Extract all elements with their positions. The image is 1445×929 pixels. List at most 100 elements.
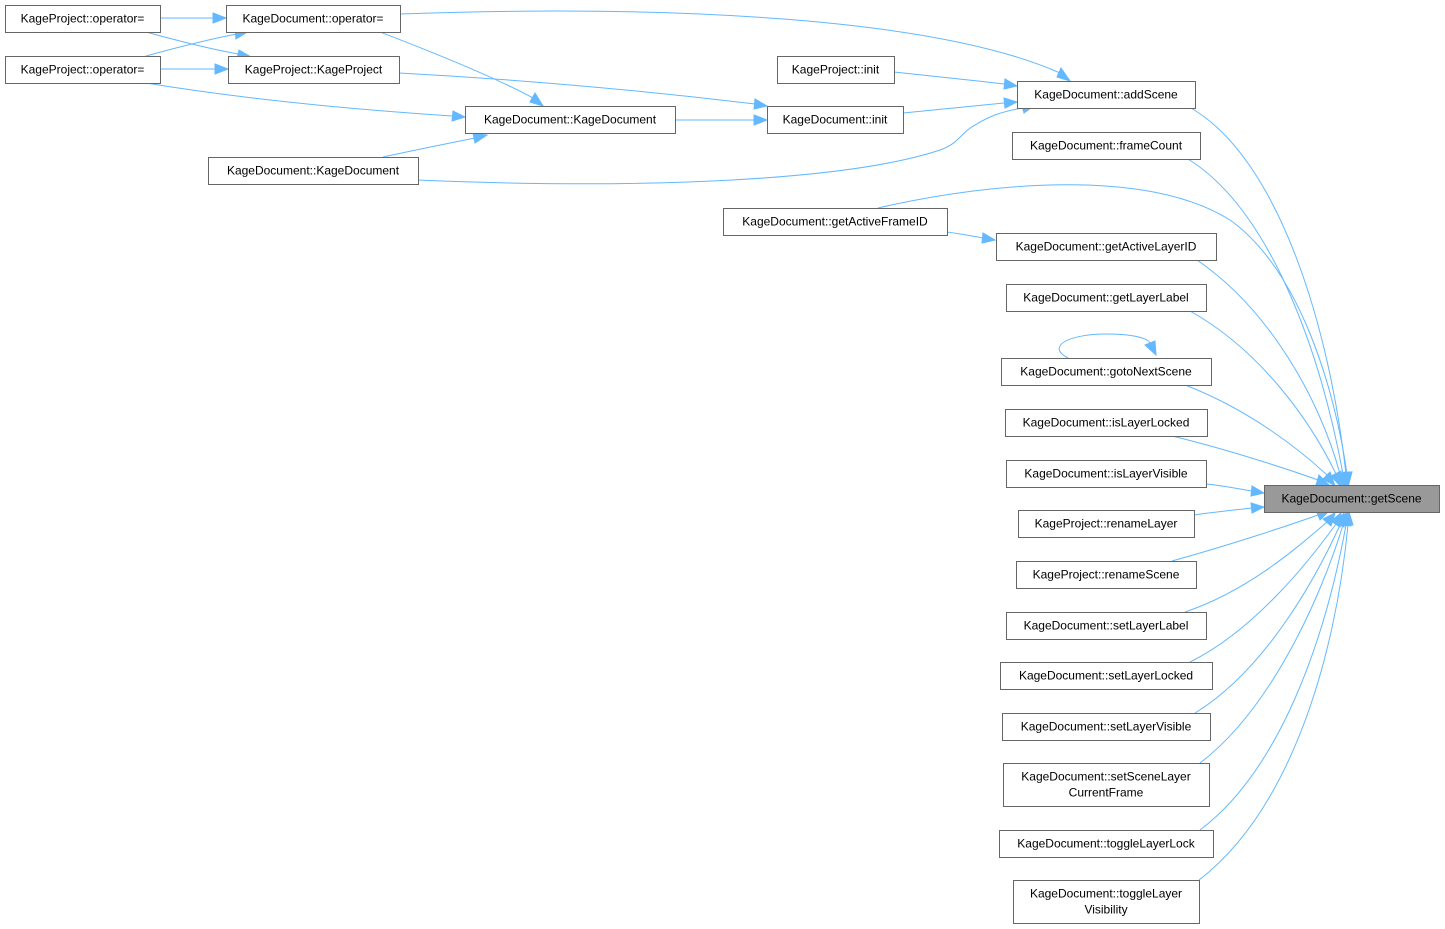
edge-line bbox=[1058, 333, 1151, 359]
node-doc-ctor-a[interactable]: KageDocument::KageDocument bbox=[465, 106, 676, 134]
node-label: KageDocument::toggleLayerLock bbox=[1017, 837, 1195, 851]
edge-arrowhead bbox=[1330, 470, 1342, 489]
edge-line bbox=[1184, 521, 1328, 613]
edge-getlayerlabel-to-getscene bbox=[1189, 310, 1342, 489]
edge-togglelayerlock-to-getscene bbox=[1199, 510, 1352, 831]
edge-arrowhead bbox=[1003, 97, 1019, 109]
edge-line bbox=[1171, 514, 1319, 562]
edge-line bbox=[1189, 523, 1337, 663]
edge-line bbox=[399, 10, 1061, 74]
edges-layer bbox=[145, 10, 1354, 881]
edge-proj_ctor-to-doc_init bbox=[398, 72, 769, 110]
node-doc-ctor-b[interactable]: KageDocument::KageDocument bbox=[208, 157, 419, 185]
node-proj-opassign-b[interactable]: KageProject::operator= bbox=[5, 56, 161, 84]
node-setlayerlabel[interactable]: KageDocument::setLayerLabel bbox=[1006, 612, 1207, 640]
node-label: KageDocument::isLayerLocked bbox=[1023, 416, 1190, 430]
edge-arrowhead bbox=[1250, 485, 1266, 497]
node-box bbox=[1012, 132, 1201, 160]
node-box bbox=[996, 233, 1217, 261]
node-gotonextscene[interactable]: KageDocument::gotoNextScene bbox=[1001, 358, 1212, 386]
node-proj-init[interactable]: KageProject::init bbox=[777, 56, 895, 84]
edge-arrowhead bbox=[472, 132, 489, 144]
edge-doc_init-to-addscene bbox=[902, 97, 1019, 114]
node-box bbox=[1016, 561, 1197, 589]
node-label: CurrentFrame bbox=[1069, 786, 1144, 800]
node-doc-init[interactable]: KageDocument::init bbox=[767, 106, 904, 134]
node-box bbox=[1000, 662, 1213, 690]
node-box bbox=[1006, 284, 1207, 312]
edge-doc_ctor_a-to-doc_init bbox=[675, 114, 769, 126]
edge-line bbox=[1196, 259, 1341, 475]
edge-arrowhead bbox=[214, 63, 230, 75]
node-box bbox=[5, 5, 161, 33]
node-addscene[interactable]: KageDocument::addScene bbox=[1017, 81, 1196, 109]
node-getactivelayerid[interactable]: KageDocument::getActiveLayerID bbox=[996, 233, 1217, 261]
edge-doc_opassign-to-doc_ctor_a bbox=[379, 31, 545, 107]
edge-arrowhead bbox=[753, 114, 769, 126]
edge-getactivelayerid-to-getscene bbox=[1196, 259, 1346, 489]
node-label: KageDocument::getActiveLayerID bbox=[1016, 240, 1197, 254]
node-box bbox=[1017, 81, 1196, 109]
nodes-layer: KageDocument::getScene KageDocument::addS… bbox=[5, 5, 1440, 924]
node-proj-ctor[interactable]: KageProject::KageProject bbox=[228, 56, 400, 84]
node-box bbox=[226, 5, 401, 33]
node-box bbox=[1001, 358, 1212, 386]
node-box bbox=[1013, 880, 1200, 924]
node-proj-opassign-a[interactable]: KageProject::operator= bbox=[5, 5, 161, 33]
edge-line bbox=[1171, 435, 1319, 481]
node-islayerlocked[interactable]: KageDocument::isLayerLocked bbox=[1005, 409, 1208, 437]
edge-line bbox=[1189, 310, 1337, 475]
edge-gotonextscene-to-gotonextscene bbox=[1058, 333, 1157, 359]
node-box bbox=[465, 106, 676, 134]
node-label: KageProject::KageProject bbox=[245, 63, 383, 77]
node-togglelayerlock[interactable]: KageDocument::toggleLayerLock bbox=[999, 830, 1214, 858]
node-label: KageDocument::toggleLayer bbox=[1030, 887, 1182, 901]
node-framecount[interactable]: KageDocument::frameCount bbox=[1012, 132, 1201, 160]
node-box bbox=[777, 56, 895, 84]
edge-line bbox=[893, 71, 1005, 85]
edge-arrowhead bbox=[1250, 502, 1266, 514]
edge-arrowhead bbox=[529, 92, 545, 107]
edge-renamelayer-to-getscene bbox=[1193, 502, 1266, 516]
node-label: KageDocument::getLayerLabel bbox=[1023, 291, 1188, 305]
node-label: KageDocument::isLayerVisible bbox=[1024, 467, 1188, 481]
node-box bbox=[767, 106, 904, 134]
node-box bbox=[723, 208, 948, 236]
edge-line bbox=[1198, 524, 1349, 881]
edge-line bbox=[398, 72, 756, 105]
edge-arrowhead bbox=[1003, 78, 1019, 90]
edge-line bbox=[145, 33, 238, 57]
node-getlayerlabel[interactable]: KageDocument::getLayerLabel bbox=[1006, 284, 1207, 312]
node-box bbox=[208, 157, 419, 185]
node-renamescene[interactable]: KageProject::renameScene bbox=[1016, 561, 1197, 589]
node-getactiveframeid[interactable]: KageDocument::getActiveFrameID bbox=[723, 208, 948, 236]
node-box bbox=[1005, 409, 1208, 437]
node-label: KageProject::renameLayer bbox=[1035, 517, 1178, 531]
edge-arrowhead bbox=[212, 12, 228, 24]
node-doc-opassign[interactable]: KageDocument::operator= bbox=[226, 5, 401, 33]
edge-proj_opassign_b-to-doc_ctor_a bbox=[145, 82, 467, 122]
edge-proj_opassign_a-to-doc_opassign bbox=[160, 12, 228, 24]
edge-setlayerlocked-to-getscene bbox=[1189, 511, 1342, 663]
node-label: KageDocument::gotoNextScene bbox=[1020, 365, 1192, 379]
node-box bbox=[1006, 612, 1207, 640]
node-label: KageDocument::init bbox=[783, 113, 888, 127]
node-box bbox=[1264, 485, 1440, 513]
edge-line bbox=[902, 102, 1005, 114]
edge-arrowhead bbox=[1322, 471, 1336, 488]
edge-arrowhead bbox=[1342, 510, 1354, 526]
node-renamelayer[interactable]: KageProject::renameLayer bbox=[1018, 510, 1195, 538]
node-setlayerlocked[interactable]: KageDocument::setLayerLocked bbox=[1000, 662, 1213, 690]
edge-line bbox=[946, 231, 984, 239]
edge-line bbox=[1190, 107, 1347, 475]
node-box bbox=[1006, 460, 1207, 488]
node-islayervisible[interactable]: KageDocument::isLayerVisible bbox=[1006, 460, 1207, 488]
node-label: KageDocument::KageDocument bbox=[227, 164, 400, 178]
node-getscene[interactable]: KageDocument::getScene bbox=[1264, 485, 1440, 513]
edge-getactiveframeid-to-getscene bbox=[877, 184, 1353, 489]
node-setlayervisible[interactable]: KageDocument::setLayerVisible bbox=[1002, 713, 1211, 741]
edge-line bbox=[1187, 158, 1344, 475]
node-label: KageDocument::addScene bbox=[1034, 88, 1178, 102]
